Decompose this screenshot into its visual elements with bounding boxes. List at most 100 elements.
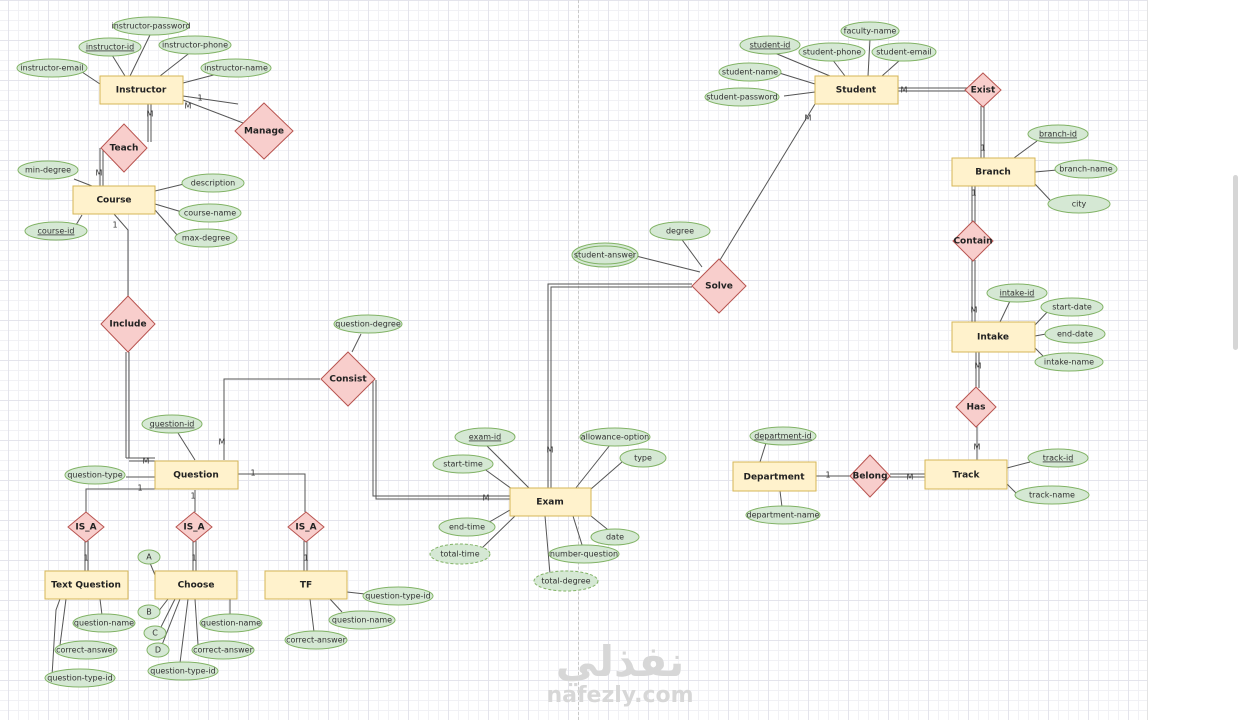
diagram-canvas[interactable] <box>0 0 1147 720</box>
svg-text:question-type-id: question-type-id <box>365 592 431 601</box>
attribute-student-answer[interactable]: student-answer <box>571 242 639 268</box>
attribute-number-question[interactable]: number-question <box>548 544 620 564</box>
attribute-department-id[interactable]: department-id <box>749 426 817 446</box>
attribute-branch-name[interactable]: branch-name <box>1054 159 1118 179</box>
svg-text:Course: Course <box>96 196 131 206</box>
attribute-total-degree[interactable]: total-degree <box>533 570 599 592</box>
svg-text:Solve: Solve <box>705 282 733 292</box>
relationship-manage[interactable]: Manage <box>234 102 294 160</box>
attribute-tf-question-type-id[interactable]: question-type-id <box>362 586 434 606</box>
relationship-include[interactable]: Include <box>100 295 156 353</box>
attribute-d[interactable]: D <box>146 642 170 658</box>
relationship-consist[interactable]: Consist <box>320 351 376 407</box>
svg-text:student-password: student-password <box>706 93 777 102</box>
relationship-solve[interactable]: Solve <box>691 258 747 314</box>
attribute-student-name[interactable]: student-name <box>718 62 782 82</box>
attribute-question-type[interactable]: question-type <box>64 465 126 485</box>
attribute-end-time[interactable]: end-time <box>438 517 496 537</box>
attribute-instructor-email[interactable]: instructor-email <box>16 58 88 78</box>
relationship-is-a-question-tf[interactable]: IS_A <box>287 511 325 543</box>
attribute-faculty-name[interactable]: faculty-name <box>840 21 900 41</box>
entity-instructor[interactable]: Instructor <box>99 75 184 105</box>
attribute-exam-id[interactable]: exam-id <box>454 427 516 447</box>
entity-department[interactable]: Department <box>732 461 817 492</box>
svg-text:Choose: Choose <box>178 581 215 591</box>
entity-student[interactable]: Student <box>814 75 899 105</box>
attribute-ch-correct-answer[interactable]: correct-answer <box>191 640 255 660</box>
card-label: 1 <box>250 469 255 478</box>
relationship-contain[interactable]: Contain <box>952 220 994 262</box>
attribute-tq-question-type-id[interactable]: question-type-id <box>44 668 116 688</box>
attribute-course-id[interactable]: course-id <box>24 221 88 241</box>
svg-text:TF: TF <box>300 581 312 591</box>
attribute-track-name[interactable]: track-name <box>1014 485 1090 505</box>
attribute-start-time[interactable]: start-time <box>432 454 494 474</box>
attribute-student-id[interactable]: student-id <box>739 35 801 55</box>
attribute-intake-id[interactable]: intake-id <box>986 283 1048 303</box>
attribute-question-id[interactable]: question-id <box>141 414 203 434</box>
entity-choose[interactable]: Choose <box>154 570 238 600</box>
attribute-a[interactable]: A <box>137 549 161 565</box>
attribute-instructor-id[interactable]: instructor-id <box>78 37 142 57</box>
attribute-ch-question-name[interactable]: question-name <box>199 613 263 633</box>
svg-text:end-date: end-date <box>1057 330 1093 339</box>
relationship-is-a-question-text[interactable]: IS_A <box>67 511 105 543</box>
attribute-tq-question-name[interactable]: question-name <box>72 613 136 633</box>
attribute-c[interactable]: C <box>143 625 167 641</box>
entity-exam[interactable]: Exam <box>509 487 592 517</box>
attribute-question-degree[interactable]: question-degree <box>333 314 403 334</box>
attribute-min-degree[interactable]: min-degree <box>17 160 79 180</box>
svg-text:IS_A: IS_A <box>295 523 316 533</box>
vertical-scrollbar[interactable] <box>1233 175 1238 350</box>
entity-text-question[interactable]: Text Question <box>44 570 129 600</box>
attribute-total-time[interactable]: total-time <box>429 543 491 565</box>
relationship-has[interactable]: Has <box>955 386 997 428</box>
attribute-start-date[interactable]: start-date <box>1040 297 1104 317</box>
attribute-student-phone[interactable]: student-phone <box>798 42 866 62</box>
attribute-instructor-phone[interactable]: instructor-phone <box>158 35 232 55</box>
attribute-intake-name[interactable]: intake-name <box>1034 352 1104 372</box>
svg-text:degree: degree <box>666 227 694 236</box>
relationship-belong[interactable]: Belong <box>849 454 891 498</box>
relationship-is-a-question-choose[interactable]: IS_A <box>175 511 213 543</box>
attribute-type[interactable]: type <box>619 448 667 468</box>
attribute-student-password[interactable]: student-password <box>704 87 780 107</box>
attribute-allowance-option[interactable]: allowance-option <box>579 427 651 447</box>
attribute-tq-correct-answer[interactable]: correct-answer <box>54 640 118 660</box>
relationship-teach[interactable]: Teach <box>100 123 148 173</box>
attribute-course-name[interactable]: course-name <box>178 203 242 223</box>
entity-intake[interactable]: Intake <box>951 321 1036 353</box>
attributes: instructor-password instructor-id instru… <box>16 16 1118 688</box>
svg-text:total-degree: total-degree <box>541 577 590 586</box>
svg-text:Contain: Contain <box>953 237 992 247</box>
svg-text:question-type-id: question-type-id <box>150 667 216 676</box>
card-label: M <box>974 443 981 452</box>
attribute-tf-correct-answer[interactable]: correct-answer <box>284 630 348 650</box>
entity-branch[interactable]: Branch <box>951 157 1036 187</box>
entity-course[interactable]: Course <box>72 185 156 215</box>
attribute-date[interactable]: date <box>590 528 640 546</box>
attribute-ch-question-type-id[interactable]: question-type-id <box>147 661 219 681</box>
entity-question[interactable]: Question <box>154 460 239 490</box>
relationship-exist[interactable]: Exist <box>964 72 1002 108</box>
card-label: M <box>975 362 982 371</box>
attribute-department-name[interactable]: department-name <box>745 505 821 525</box>
attribute-description[interactable]: description <box>181 173 245 193</box>
svg-text:exam-id: exam-id <box>469 433 501 442</box>
attribute-end-date[interactable]: end-date <box>1044 324 1106 344</box>
attribute-max-degree[interactable]: max-degree <box>174 228 238 248</box>
svg-text:city: city <box>1072 200 1087 209</box>
attribute-city[interactable]: city <box>1047 194 1111 214</box>
card-label: M <box>96 169 103 178</box>
entity-tf[interactable]: TF <box>264 570 348 600</box>
attribute-tf-question-name[interactable]: question-name <box>328 610 396 630</box>
attribute-degree[interactable]: degree <box>649 221 711 241</box>
watermark-logo: نفذلي nafezly.com <box>540 640 700 720</box>
attribute-instructor-password[interactable]: instructor-password <box>111 16 191 36</box>
attribute-instructor-name[interactable]: instructor-name <box>200 58 272 78</box>
attribute-student-email[interactable]: student-email <box>871 42 937 62</box>
attribute-branch-id[interactable]: branch-id <box>1027 124 1089 144</box>
attribute-track-id[interactable]: track-id <box>1027 448 1089 468</box>
entity-track[interactable]: Track <box>924 459 1008 490</box>
attribute-b[interactable]: B <box>137 604 161 620</box>
